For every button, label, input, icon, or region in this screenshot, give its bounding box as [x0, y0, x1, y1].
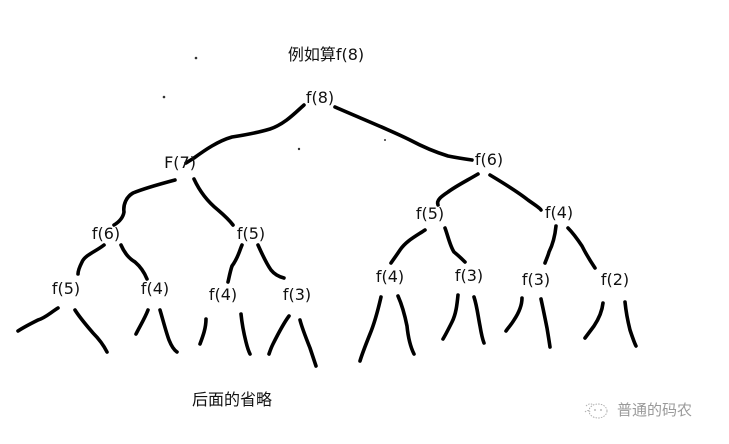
tree-node: f(6) — [91, 224, 121, 243]
stray-dot — [162, 95, 166, 99]
branch-f4c-left — [198, 317, 208, 346]
edge-f8-f6 — [333, 105, 474, 162]
tree-node: f(6) — [474, 150, 504, 169]
edge-f5a-f4c — [226, 243, 244, 284]
tree-node: f(4) — [140, 279, 170, 298]
tree-node: f(4) — [208, 285, 238, 304]
diagram-title: 例如算f(8) — [287, 45, 365, 64]
edge-f4a-f2a — [566, 226, 597, 270]
tree-node: f(8) — [305, 88, 335, 107]
branch-f3c-left — [504, 296, 524, 333]
branch-f4d-right — [396, 294, 416, 356]
branch-f3b-right — [472, 295, 486, 345]
branch-f4b-right — [158, 308, 179, 354]
tree-node: F(7) — [164, 153, 196, 172]
edge-f6r-f5b — [435, 172, 480, 207]
edge-f5b-f4d — [389, 228, 427, 265]
branch-f3a-right — [298, 318, 318, 368]
tree-node: f(4) — [544, 203, 574, 222]
branch-f5c-right — [73, 308, 109, 354]
branch-f3a-left — [267, 314, 291, 356]
stray-dot — [384, 139, 386, 141]
wechat-icon — [584, 402, 608, 418]
tree-node: f(3) — [454, 266, 484, 285]
tree-node: f(5) — [51, 279, 81, 298]
stray-dot — [194, 56, 198, 60]
edge-f7-f5a — [192, 177, 235, 227]
branch-f5c-left — [16, 306, 60, 333]
branch-f4b-left — [134, 308, 150, 336]
edge-f6l-f4b — [119, 243, 149, 281]
edge-f4a-f3c — [543, 224, 558, 265]
omitted-caption: 后面的省略 — [191, 390, 273, 409]
edge-f6l-f5c — [76, 243, 106, 276]
watermark: 普通的码农 — [583, 399, 692, 420]
branch-f2a-right — [623, 300, 638, 348]
tree-node: f(5) — [415, 204, 445, 223]
branch-f3b-left — [441, 293, 460, 341]
branch-f4d-left — [358, 295, 383, 363]
stray-dot — [297, 147, 301, 151]
branch-f4c-right — [239, 312, 252, 356]
edge-f8-f7 — [184, 103, 306, 165]
tree-node: f(3) — [282, 285, 312, 304]
branch-f3c-right — [539, 297, 552, 349]
branch-f2a-left — [583, 301, 605, 340]
watermark-text: 普通的码农 — [617, 401, 693, 419]
edge-f5b-f3b — [443, 226, 467, 264]
edge-f7-f6l — [112, 178, 177, 227]
tree-node: f(2) — [600, 270, 630, 289]
edge-f5a-f3a — [256, 243, 286, 280]
tree-node: f(3) — [521, 270, 551, 289]
edge-f6r-f4a — [488, 173, 543, 212]
tree-node: f(4) — [375, 267, 405, 286]
tree-node: f(5) — [236, 224, 266, 243]
